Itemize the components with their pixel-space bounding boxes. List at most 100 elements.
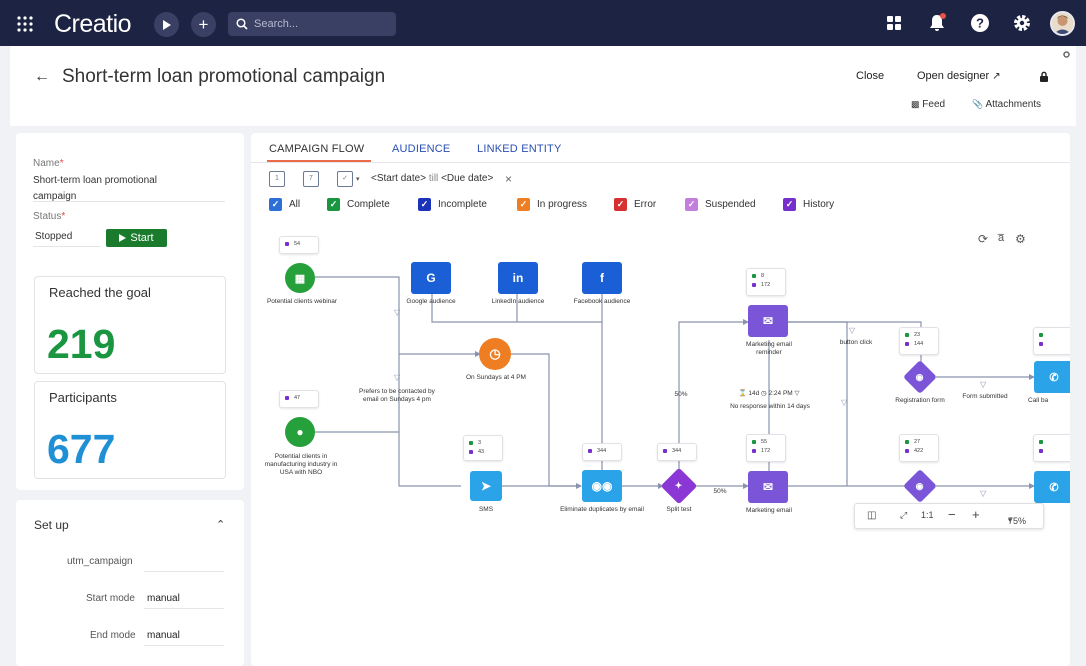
help-icon[interactable]: ?	[970, 13, 990, 33]
filter-icon: ▽	[794, 390, 800, 397]
manufacturing-audience-node[interactable]: ●	[285, 417, 315, 447]
marketing-email-reminder-node[interactable]: ✉	[748, 305, 788, 337]
linkedin-audience-node[interactable]: in	[498, 262, 538, 294]
filter-all[interactable]: ✓All	[269, 198, 300, 211]
checkbox-checked-icon: ✓	[517, 198, 530, 211]
open-designer-label: Open designer	[917, 70, 990, 82]
timer-node[interactable]: ◷	[479, 338, 511, 370]
stat-value: 422	[914, 448, 924, 454]
back-arrow-icon[interactable]: ←	[34, 68, 50, 85]
reached-goal-metric: Reached the goal 219	[34, 276, 226, 374]
history-dot	[905, 448, 909, 453]
clear-date-icon[interactable]: ×	[505, 172, 513, 186]
external-link-icon: ↗	[992, 71, 1001, 82]
tab-divider	[251, 162, 1070, 163]
search-input[interactable]: Search...	[228, 12, 396, 36]
filter-error[interactable]: ✓Error	[614, 198, 656, 211]
start-mode-value[interactable]: manual	[147, 593, 180, 604]
filter-label: Suspended	[705, 199, 756, 210]
feed-button[interactable]: ▩ Feed	[911, 99, 945, 110]
end-mode-underline	[144, 645, 224, 646]
stat-value: 27	[914, 439, 921, 445]
edge-condition-label: Form submitted	[962, 393, 1008, 400]
webinar-event-node[interactable]: ▦	[285, 263, 315, 293]
call-back-node[interactable]: ✆	[1034, 361, 1070, 393]
history-dot	[663, 448, 667, 453]
facebook-audience-node[interactable]: f	[582, 262, 622, 294]
text-toggle-icon[interactable]: a̅	[998, 232, 1005, 244]
stat-value: 344	[597, 448, 607, 454]
lock-icon[interactable]	[1039, 71, 1049, 82]
calendar-range-icon[interactable]: ✓	[337, 171, 353, 187]
sms-node[interactable]: ➤	[470, 471, 502, 501]
setup-title[interactable]: Set up	[34, 518, 69, 532]
metric-label: Participants	[49, 390, 117, 405]
zoom-out-icon[interactable]: −	[948, 507, 956, 522]
stat-value: 172	[761, 282, 771, 288]
node-label: Registration form	[895, 397, 945, 404]
canvas-settings-icon[interactable]: ⚙	[1015, 232, 1026, 246]
stat-value: 344	[672, 448, 682, 454]
open-designer-button[interactable]: Open designer ↗	[917, 70, 1001, 82]
filter-complete[interactable]: ✓Complete	[327, 198, 390, 211]
filter-incomplete[interactable]: ✓Incomplete	[418, 198, 487, 211]
calendar-week-icon[interactable]: 7	[303, 171, 319, 187]
chevron-up-icon[interactable]: ⌃	[216, 519, 226, 531]
creatio-logo[interactable]: Creatio	[54, 10, 132, 38]
refresh-icon[interactable]: ⟳	[978, 232, 989, 246]
stat-value: 54	[294, 241, 301, 247]
node-label: Google audience	[406, 298, 456, 305]
chevron-down-icon[interactable]: ▾	[356, 176, 360, 183]
add-button[interactable]: +	[191, 12, 216, 37]
minimap-icon[interactable]: ◫	[867, 510, 877, 521]
history-dot	[1039, 341, 1043, 346]
app-grid-icon[interactable]	[16, 15, 34, 33]
tab-linked-entity[interactable]: LINKED ENTITY	[477, 143, 562, 155]
bell-icon[interactable]	[927, 13, 947, 33]
checkbox-checked-icon: ✓	[327, 198, 340, 211]
complete-dot	[905, 439, 909, 444]
tab-campaign-flow[interactable]: CAMPAIGN FLOW	[269, 143, 365, 155]
filter-suspended[interactable]: ✓ Suspended	[685, 198, 756, 211]
close-button[interactable]: Close	[856, 70, 885, 82]
end-mode-value[interactable]: manual	[147, 630, 180, 641]
run-process-button[interactable]	[154, 12, 179, 37]
user-photo-icon	[1052, 13, 1073, 34]
history-dot	[752, 448, 756, 453]
send-icon: ➤	[480, 479, 492, 493]
setup-card: Set up ⌃ utm_campaign Start mode manual …	[16, 500, 244, 666]
node-label: SMS	[478, 506, 494, 513]
apps-icon[interactable]	[884, 13, 904, 33]
calendar-day-icon[interactable]: 1	[269, 171, 285, 187]
zoom-in-icon[interactable]: +	[972, 507, 980, 522]
filter-icon: ▽	[849, 326, 856, 335]
google-audience-node[interactable]: G	[411, 262, 451, 294]
user-avatar[interactable]	[1050, 11, 1075, 36]
settings-small-icon[interactable]	[1063, 51, 1070, 58]
phone-icon: ✆	[1049, 481, 1059, 494]
marketing-email-node[interactable]: ✉	[748, 471, 788, 503]
filter-icon: ▽	[841, 398, 848, 407]
gear-icon[interactable]	[1012, 13, 1032, 33]
eliminate-duplicates-node[interactable]: ◉◉	[582, 470, 622, 502]
tab-audience[interactable]: AUDIENCE	[392, 143, 451, 155]
start-mode-underline	[144, 608, 224, 609]
checkbox-checked-icon: ✓	[685, 198, 698, 211]
attachments-button[interactable]: 📎 Attachments	[972, 99, 1041, 110]
call-back-node-2[interactable]: ✆	[1034, 471, 1070, 503]
filter-history[interactable]: ✓History	[783, 198, 834, 211]
start-button[interactable]: Start	[106, 229, 167, 247]
filter-in-progress[interactable]: ✓In progress	[517, 198, 587, 211]
split-stats: 344	[657, 443, 697, 461]
utm-campaign-field[interactable]	[144, 571, 224, 572]
metric-value: 677	[47, 426, 116, 472]
fit-screen-icon[interactable]: ⤢	[900, 510, 908, 520]
actual-size-button[interactable]: 1:1	[921, 510, 934, 520]
wait-days: 14d	[748, 390, 760, 397]
date-range[interactable]: <Start date> till <Due date>	[371, 173, 493, 184]
name-field[interactable]: Short-term loan promotional campaign	[33, 175, 157, 202]
filter-label: All	[289, 199, 301, 210]
chevron-down-icon: ▾	[1008, 517, 1012, 524]
